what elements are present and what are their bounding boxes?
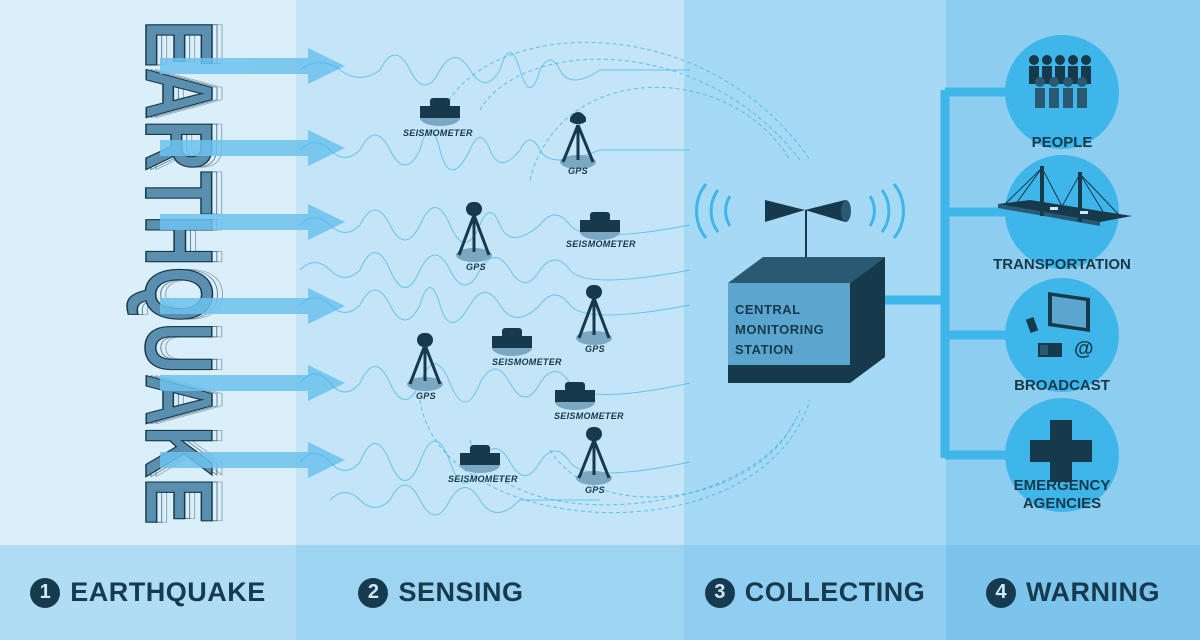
earthquake-word-echo: EARTHQUAKE [130,20,237,525]
gps-label: GPS [585,344,605,354]
radio-waves-icon [695,183,905,239]
warning-label-emergency: EMERGENCY AGENCIES [1013,477,1111,512]
stage-number: 3 [704,577,735,608]
seismometer-icon [460,445,500,473]
stage-label: COLLECTING [744,577,926,607]
stage-title: 4 WARNING [946,545,1200,640]
seismometer-icon [420,98,460,126]
gps-icon [407,333,443,391]
gps-label: GPS [585,485,605,495]
gps-icon [576,285,612,345]
earthquake-word-echo: EARTHQUAKE [135,20,242,525]
earthquake-vertical-word: EARTHQUAKE EARTHQUAKE EARTHQUAKE [124,19,242,526]
warning-label-broadcast: BROADCAST [1014,377,1110,394]
diagram-artwork: EARTHQUAKE EARTHQUAKE EARTHQUAKE [124,19,1132,526]
gps-icon [576,427,612,485]
stage-label: WARNING [1026,577,1160,607]
stage-number: 1 [30,577,61,608]
central-station-graphic [695,183,905,383]
arrow-icon [160,48,345,84]
warning-label-people: PEOPLE [1031,134,1093,151]
warning-connector [885,87,1010,460]
gps-stations [407,112,612,485]
stage-band-earthquake: 1 EARTHQUAKE [0,545,296,640]
arrow-icon [160,442,345,478]
station-line: MONITORING [735,322,825,337]
wave-arrows [160,48,345,478]
seismometer-label: SEISMOMETER [403,128,473,138]
arrow-icon [160,288,345,324]
gps-label: GPS [568,166,588,176]
seismic-waves [299,52,691,516]
stage-title: 1 EARTHQUAKE [0,545,296,640]
warning-label-transportation: TRANSPORTATION [993,256,1131,273]
medical-cross-icon [1030,420,1092,482]
seismometer-label: SEISMOMETER [566,239,636,249]
stage-label: SENSING [398,577,524,607]
station-line: STATION [735,342,794,357]
earthquake-word: EARTHQUAKE [125,20,232,525]
gps-label: GPS [416,391,436,401]
seismometers [420,98,620,473]
stage-number: 4 [986,577,1016,608]
stage-band-warning: 4 WARNING [946,545,1200,640]
stage-band-collecting: 3 COLLECTING [684,545,946,640]
seismometer-icon [492,328,532,356]
broadcast-icon: @ [1025,292,1094,360]
stage-label: EARTHQUAKE [70,577,266,607]
station-line: CENTRAL [735,302,801,317]
seismometer-icon [580,212,620,240]
stage-number: 2 [358,577,389,608]
people-icon [1029,55,1091,108]
signal-arcs [419,42,811,513]
stage-band-sensing: 2 SENSING [296,545,684,640]
central-station-label: CENTRAL MONITORING STATION [735,300,855,360]
antenna-icon [765,200,851,268]
gps-icon [560,112,596,169]
stage-title: 3 COLLECTING [684,545,946,640]
seismometer-label: SEISMOMETER [492,357,562,367]
seismometer-label: SEISMOMETER [448,474,518,484]
svg-text:@: @ [1074,338,1094,360]
arrow-icon [160,130,345,166]
gps-icon [456,202,492,262]
stage-title: 2 SENSING [296,545,586,640]
seismometer-icon [555,382,595,410]
gps-label: GPS [466,262,486,272]
seismometer-label: SEISMOMETER [554,411,624,421]
bridge-icon [998,166,1132,226]
